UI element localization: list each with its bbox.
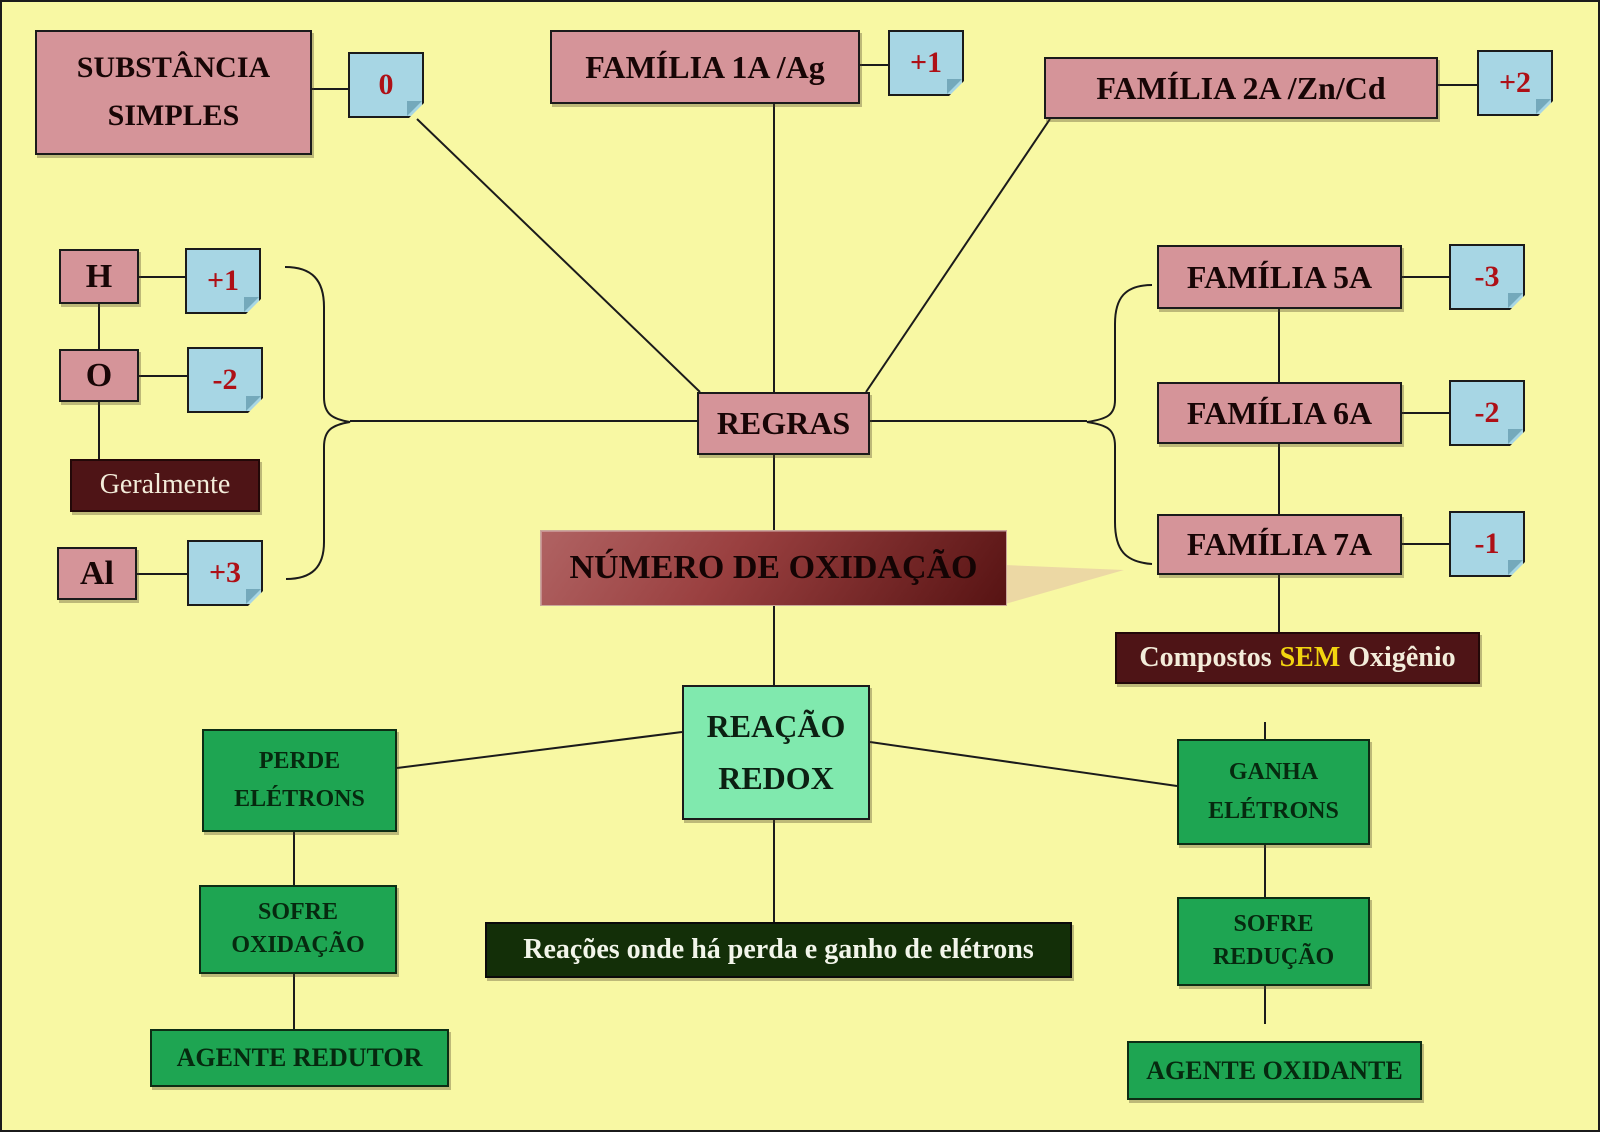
familia-6a-label: FAMÍLIA 6A [1186,394,1373,431]
compostos-highlight-sem: SEM [1279,641,1341,673]
nox-value: +1 [909,46,943,79]
perde-line2: ELÉTRONS [234,785,365,812]
legenda-label: Reações onde há perda e ganho de elétron… [523,933,1034,965]
agente-redutor-box: AGENTE REDUTOR [150,1029,449,1087]
familia-7a-box: FAMÍLIA 7A [1157,514,1402,575]
familia-1a-label: FAMÍLIA 1A /Ag [585,48,825,85]
agente-oxidante-label: AGENTE OXIDANTE [1146,1055,1403,1085]
nox-note-aluminio: +3 [187,540,263,606]
nox-value: 0 [378,68,394,101]
familia-7a-label: FAMÍLIA 7A [1186,526,1373,563]
nox-value: +2 [1498,66,1532,99]
nox-value: -2 [212,363,238,396]
agente-oxidante-box: AGENTE OXIDANTE [1127,1041,1422,1100]
nox-note-familia-5a: -3 [1449,244,1525,310]
aluminio-label: Al [80,554,114,592]
perde-eletrons-box: PERDE ELÉTRONS [202,729,397,832]
reacao-line2: REDOX [718,760,834,797]
familia-6a-box: FAMÍLIA 6A [1157,382,1402,444]
perde-line1: PERDE [258,747,341,774]
hidrogenio-box: H [59,249,139,304]
compostos-sem-oxigenio-box: Compostos SEM Oxigênio [1115,632,1480,684]
substancia-simples-box: SUBSTÂNCIA SIMPLES [35,30,312,155]
familia-5a-label: FAMÍLIA 5A [1186,258,1373,295]
nox-value: +1 [206,264,240,297]
nox-note-oxigenio: -2 [187,347,263,413]
sofre-reducao-box: SOFRE REDUÇÃO [1177,897,1370,986]
nox-note-familia-6a: -2 [1449,380,1525,446]
sofre-oxidacao-box: SOFRE OXIDAÇÃO [199,885,397,974]
reacao-redox-box: REAÇÃO REDOX [682,685,870,820]
compostos-part2: Oxigênio [1348,641,1456,673]
substancia-line1: SUBSTÂNCIA [76,51,271,85]
nox-note-hidrogenio: +1 [185,248,261,314]
nox-value: +3 [208,556,242,589]
title-shadow [1005,565,1124,604]
familia-2a-box: FAMÍLIA 2A /Zn/Cd [1044,57,1438,119]
familia-1a-box: FAMÍLIA 1A /Ag [550,30,860,104]
sofre-oxidacao-line1: SOFRE [257,898,338,925]
agente-redutor-label: AGENTE REDUTOR [176,1043,423,1073]
nox-value: -3 [1474,260,1500,293]
aluminio-box: Al [57,547,137,600]
familia-2a-label: FAMÍLIA 2A /Zn/Cd [1096,69,1386,106]
sofre-oxidacao-line2: OXIDAÇÃO [231,932,365,959]
regras-label: REGRAS [716,405,851,442]
sofre-reducao-line2: REDUÇÃO [1212,944,1335,971]
nox-value: -1 [1474,527,1500,560]
ganha-line2: ELÉTRONS [1208,797,1339,824]
oxigenio-label: O [85,356,113,394]
ganha-line1: GANHA [1228,758,1319,785]
nox-value: -2 [1474,396,1500,429]
regras-box: REGRAS [697,392,870,455]
reacao-line1: REAÇÃO [706,708,846,745]
sofre-reducao-line1: SOFRE [1233,910,1314,937]
ganha-eletrons-box: GANHA ELÉTRONS [1177,739,1370,845]
geralmente-box: Geralmente [70,459,260,512]
substancia-line2: SIMPLES [107,99,240,133]
familia-5a-box: FAMÍLIA 5A [1157,245,1402,309]
nox-note-familia-2a: +2 [1477,50,1553,116]
nox-note-substancia: 0 [348,52,424,118]
numero-oxidacao-title-box: NÚMERO DE OXIDAÇÃO [540,530,1007,606]
numero-oxidacao-label: NÚMERO DE OXIDAÇÃO [569,549,978,587]
hidrogenio-label: H [85,257,113,295]
nox-note-familia-7a: -1 [1449,511,1525,577]
geralmente-label: Geralmente [99,469,231,501]
nox-note-familia-1a: +1 [888,30,964,96]
oxigenio-box: O [59,349,139,402]
legenda-redox-box: Reações onde há perda e ganho de elétron… [485,922,1072,978]
compostos-part1: Compostos [1139,641,1272,673]
